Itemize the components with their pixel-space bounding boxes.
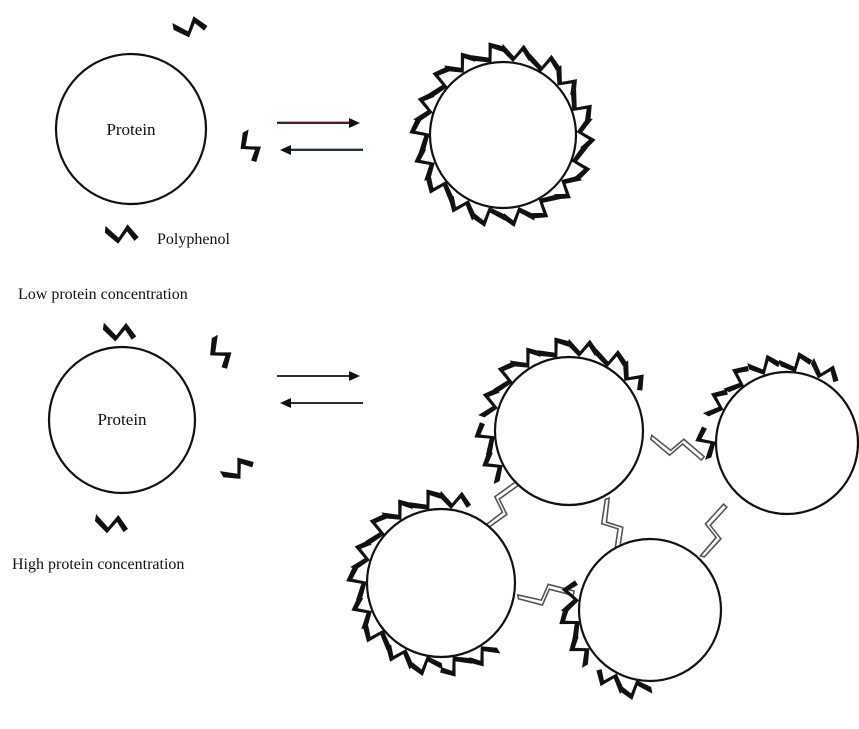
crosslinked-aggregate [342,332,858,702]
low-concentration-label: Low protein concentration [18,286,188,303]
polyphenol-glyph [234,128,266,165]
polyphenol-glyph [93,511,130,537]
polyphenol-glyph [101,320,137,345]
high-concentration-label: High protein concentration [12,556,184,573]
equilibrium-arrows [277,371,363,408]
aggregate-protein [470,332,652,505]
polyphenol-label: Polyphenol [157,231,230,248]
bound-polyphenol-glyph [577,119,596,151]
polyphenol-legend-glyph [104,223,139,245]
protein-circle [716,372,858,514]
protein-circle [495,357,643,505]
protein-circle [579,539,721,681]
polyphenol-glyph [172,14,209,40]
polyphenol-glyph [203,333,237,372]
complexed-protein-circle [430,62,576,208]
equilibrium-arrows [277,118,363,155]
high-concentration-panel: Protein High protein concentration [12,320,858,702]
low-concentration-panel: Protein Polyphenol Low protein concentra… [18,14,599,303]
bridge-glyph [697,501,731,560]
protein-polyphenol-complex [405,37,599,229]
aggregate-protein [554,539,721,702]
polyphenol-glyph [218,452,257,486]
aggregate-protein [342,484,515,683]
bridge-glyph [517,579,576,609]
protein-circle [367,509,515,657]
protein-label: Protein [106,120,156,139]
protein-label: Protein [97,410,147,429]
aggregate-protein [691,349,858,514]
